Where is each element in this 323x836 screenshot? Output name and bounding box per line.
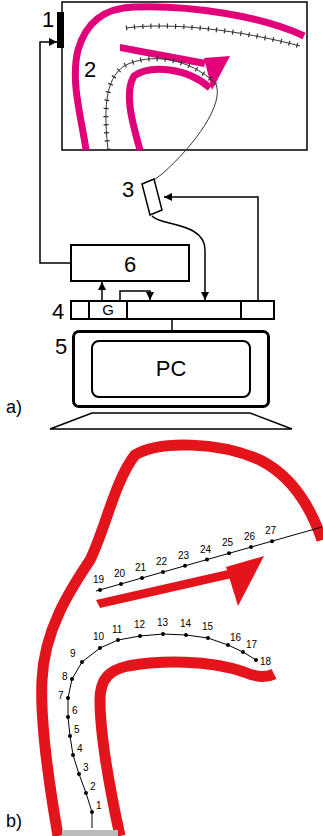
electrode: 1 — [57, 12, 64, 48]
velum — [204, 56, 230, 90]
callout-number: 18 — [260, 656, 271, 667]
velum — [226, 556, 264, 606]
callout-number: 2 — [84, 58, 96, 82]
electrode-line — [126, 26, 300, 46]
connector — [171, 320, 173, 330]
electrode-point — [270, 539, 274, 543]
callout-number: 14 — [180, 618, 191, 629]
electrode-point — [184, 633, 188, 637]
tongue — [100, 662, 274, 836]
tongue — [129, 69, 210, 150]
tract-wall — [75, 7, 304, 150]
callout-number: 2 — [90, 781, 96, 792]
electrode-point — [70, 677, 74, 681]
callout-number: 26 — [244, 531, 255, 542]
electrode-point — [241, 650, 245, 654]
callout-number: 6 — [124, 253, 136, 277]
callout-number: 8 — [62, 671, 68, 682]
callout-number: 3 — [122, 178, 134, 202]
callout-number: 1 — [42, 8, 54, 32]
connector — [101, 282, 103, 302]
electrode-point — [66, 715, 70, 719]
panel-label: b) — [6, 812, 22, 832]
electrode-point — [90, 810, 94, 814]
electrode-point — [138, 634, 142, 638]
callout-number: 7 — [58, 690, 64, 701]
callout-number: 17 — [246, 639, 257, 650]
screen-label: PC — [156, 357, 187, 381]
keyboard — [50, 413, 292, 429]
electrode-point — [226, 643, 230, 647]
cell-label: G — [102, 302, 114, 318]
callout-number: 6 — [72, 705, 78, 716]
electrode-point — [227, 551, 231, 555]
callout-number: 16 — [230, 632, 241, 643]
callout-number: 20 — [114, 568, 125, 579]
glottis-base — [62, 830, 118, 836]
callout-number: 15 — [202, 621, 213, 632]
sensor-body — [142, 179, 162, 215]
callout-number: 23 — [178, 550, 189, 561]
callout-number: 12 — [134, 619, 145, 630]
electrode-point — [140, 576, 144, 580]
electrode-marks — [126, 26, 300, 46]
electrode-point — [116, 638, 120, 642]
electrode-marks — [106, 59, 216, 150]
callout-number: 5 — [74, 724, 80, 735]
electrode-line — [96, 527, 322, 591]
electrode-line — [106, 59, 217, 180]
picture-frame — [62, 2, 307, 150]
electrode-point — [205, 558, 209, 562]
callout-number: 3 — [83, 762, 89, 773]
electrode-point — [206, 636, 210, 640]
electrode-point — [249, 545, 253, 549]
electrode-point — [98, 588, 102, 592]
callout-number: 19 — [93, 574, 104, 585]
electrode-line — [68, 634, 256, 828]
callout-number: 13 — [157, 617, 168, 628]
callout-number: 5 — [55, 335, 67, 359]
callout-number: 27 — [265, 525, 276, 536]
electrode-point — [161, 570, 165, 574]
electrode-point — [119, 582, 123, 586]
callout-number: 10 — [93, 631, 104, 642]
process-box: 6 — [70, 244, 190, 282]
callout-number: 4 — [52, 300, 64, 324]
callout-number: 4 — [77, 743, 83, 754]
sensor-outline — [140, 178, 164, 216]
callout-number: 22 — [156, 556, 167, 567]
callout-number: 9 — [70, 648, 76, 659]
electrode-point — [98, 646, 102, 650]
electrode-point — [84, 791, 88, 795]
computer-monitor: 5PC — [72, 330, 270, 408]
sensor: 3 — [140, 178, 164, 216]
callout-number: 21 — [135, 562, 146, 573]
callout-number: 1 — [96, 800, 102, 811]
electrode-point — [68, 734, 72, 738]
electrode-point — [161, 632, 165, 636]
callout-number: 25 — [222, 537, 233, 548]
electrode-point — [80, 660, 84, 664]
cell-divider — [240, 302, 242, 318]
generator-cell: G — [88, 302, 128, 318]
callout-number: 24 — [200, 544, 211, 555]
connector — [40, 42, 70, 263]
electrode-point — [77, 772, 81, 776]
callout-number: 11 — [112, 624, 122, 635]
electrode-point — [183, 564, 187, 568]
electrode-points — [66, 539, 274, 814]
electrode-point — [66, 696, 70, 700]
panel-label: a) — [6, 398, 22, 418]
electrode-point — [254, 658, 258, 662]
interface-bar: 4G — [70, 300, 275, 320]
tract-wall — [42, 445, 322, 836]
electrode-point — [71, 753, 75, 757]
